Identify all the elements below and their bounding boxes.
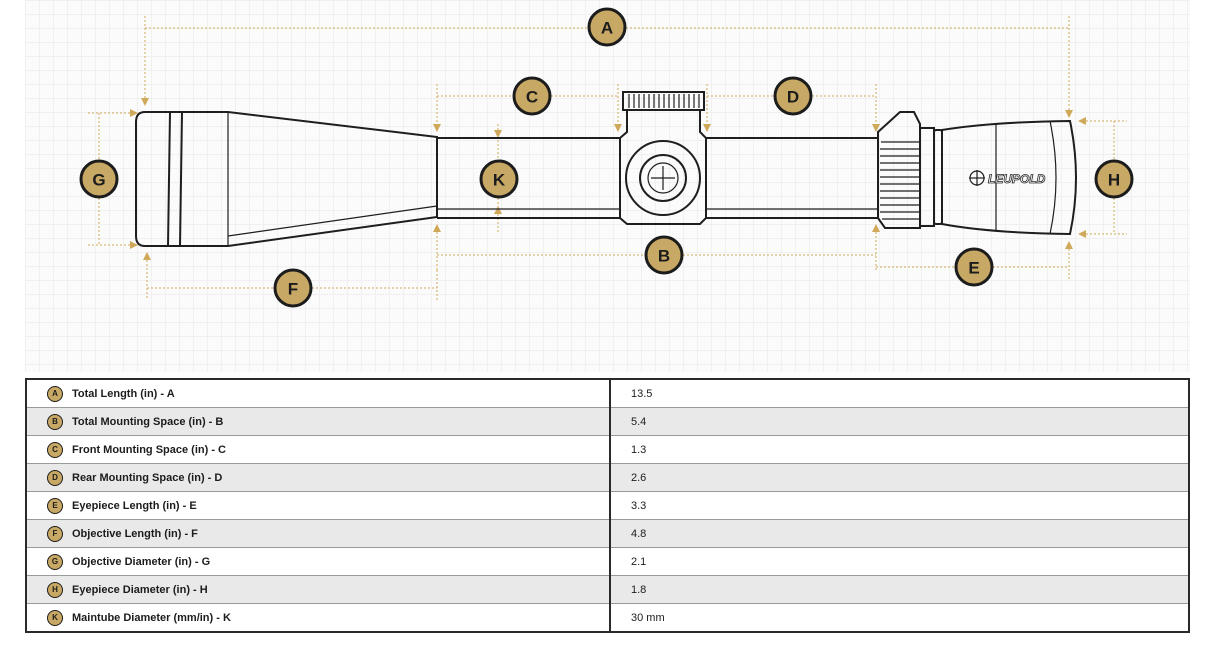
- row-value: 3.3: [610, 491, 1189, 520]
- dimensions-table: A Total Length (in) - A 13.5 B Total Mount…: [25, 378, 1190, 633]
- row-label: Maintube Diameter (mm/in) - K: [72, 611, 231, 624]
- row-badge: K: [47, 609, 63, 626]
- row-label-cell: C Front Mounting Space (in) - C: [26, 435, 611, 464]
- scope-dimension-diagram: LEUPOLD A B C D E F G H K: [79, 7, 1134, 308]
- callout-badge-g: G: [79, 159, 119, 199]
- row-label: Front Mounting Space (in) - C: [72, 443, 226, 456]
- table-row: A Total Length (in) - A 13.5: [26, 379, 1189, 408]
- callout-badge-b: B: [644, 235, 684, 275]
- table-row: H Eyepiece Diameter (in) - H 1.8: [26, 575, 1189, 604]
- row-value: 30 mm: [631, 611, 665, 624]
- row-badge: A: [47, 385, 63, 402]
- callout-badge-f: F: [273, 268, 313, 308]
- row-label-cell: E Eyepiece Length (in) - E: [26, 491, 611, 520]
- row-badge: B: [47, 413, 63, 430]
- callout-badge-c: C: [512, 76, 552, 116]
- row-badge: E: [47, 497, 63, 514]
- turret-knurling: [628, 94, 700, 108]
- row-badge: D: [47, 469, 63, 486]
- row-label-cell: B Total Mounting Space (in) - B: [26, 407, 611, 436]
- table-row: G Objective Diameter (in) - G 2.1: [26, 547, 1189, 576]
- row-value: 1.3: [610, 435, 1189, 464]
- leupold-logo: LEUPOLD: [969, 170, 1046, 186]
- row-badge: H: [47, 581, 63, 598]
- row-label-cell: H Eyepiece Diameter (in) - H: [26, 575, 611, 604]
- callout-badge-a: A: [587, 7, 627, 47]
- svg-text:LEUPOLD: LEUPOLD: [988, 172, 1046, 186]
- row-value: 13.5: [610, 379, 1189, 408]
- row-label-cell: A Total Length (in) - A: [26, 379, 611, 408]
- row-value: 4.8: [610, 519, 1189, 548]
- svg-text:D: D: [787, 88, 799, 107]
- row-value: 2.6: [610, 463, 1189, 492]
- row-badge: C: [47, 441, 63, 458]
- table-row: B Total Mounting Space (in) - B 5.4: [26, 407, 1189, 436]
- callout-badge-h: H: [1094, 159, 1134, 199]
- table-row: K Maintube Diameter (mm/in) - K 30 mm: [26, 603, 1189, 632]
- svg-text:B: B: [658, 247, 670, 266]
- svg-text:E: E: [968, 259, 979, 278]
- row-label: Eyepiece Diameter (in) - H: [72, 583, 208, 596]
- row-label: Objective Diameter (in) - G: [72, 555, 211, 568]
- row-label-cell: K Maintube Diameter (mm/in) - K: [26, 603, 611, 632]
- power-ring-knurling: [880, 141, 920, 220]
- row-badge: F: [47, 525, 63, 542]
- row-label: Eyepiece Length (in) - E: [72, 499, 197, 512]
- table-row: D Rear Mounting Space (in) - D 2.6: [26, 463, 1189, 492]
- svg-text:G: G: [92, 171, 105, 190]
- callout-badge-k: K: [479, 159, 519, 199]
- row-label-cell: D Rear Mounting Space (in) - D: [26, 463, 611, 492]
- row-value: 5.4: [610, 407, 1189, 436]
- row-value: 1.8: [610, 575, 1189, 604]
- svg-text:A: A: [601, 19, 613, 38]
- row-label: Objective Length (in) - F: [72, 527, 198, 540]
- scope-outline: [135, 91, 1077, 247]
- dimension-lines: [88, 16, 1127, 300]
- callout-badge-d: D: [773, 76, 813, 116]
- callout-badges: A B C D E F G H K: [79, 7, 1134, 308]
- row-label-cell: G Objective Diameter (in) - G: [26, 547, 611, 576]
- svg-text:F: F: [288, 280, 298, 299]
- table-row: F Objective Length (in) - F 4.8: [26, 519, 1189, 548]
- row-value: 2.1: [610, 547, 1189, 576]
- row-badge: G: [47, 553, 63, 570]
- svg-text:H: H: [1108, 171, 1120, 190]
- row-label: Total Length (in) - A: [72, 387, 175, 400]
- table-row: C Front Mounting Space (in) - C 1.3: [26, 435, 1189, 464]
- row-label: Total Mounting Space (in) - B: [72, 415, 224, 428]
- row-label: Rear Mounting Space (in) - D: [72, 471, 223, 484]
- callout-badge-e: E: [954, 247, 994, 287]
- svg-text:C: C: [526, 88, 538, 107]
- table-row: E Eyepiece Length (in) - E 3.3: [26, 491, 1189, 520]
- reticle-icon: [651, 166, 675, 190]
- svg-text:K: K: [493, 171, 506, 190]
- row-label-cell: F Objective Length (in) - F: [26, 519, 611, 548]
